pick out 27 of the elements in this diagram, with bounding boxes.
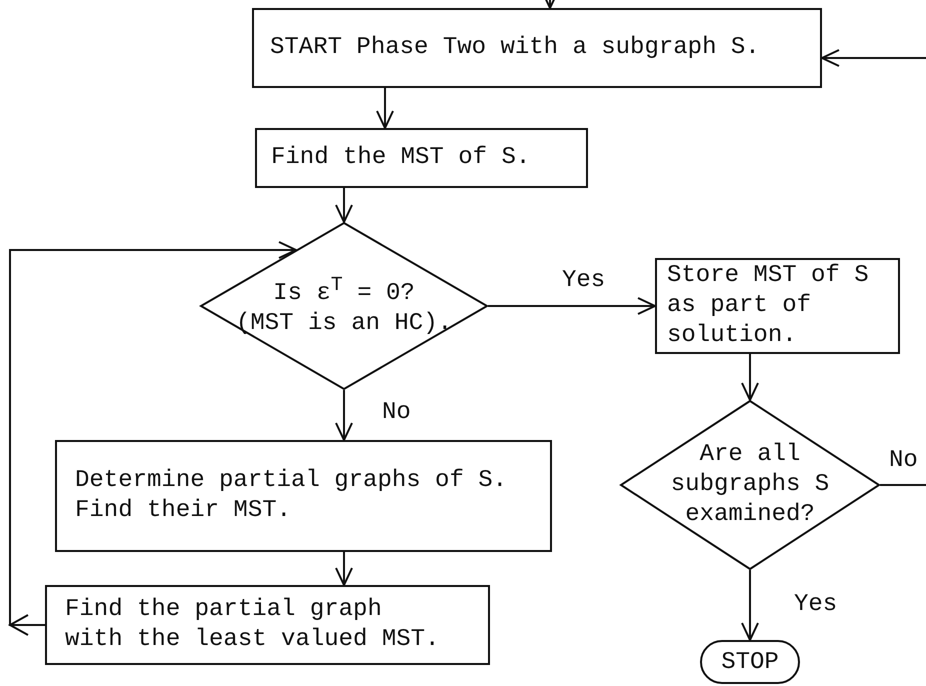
process-box [252, 8, 822, 88]
process-box [255, 128, 588, 188]
node-text: STOP [721, 648, 779, 676]
arrow [376, 88, 394, 129]
decision-diamond [200, 222, 488, 390]
terminator [700, 640, 800, 684]
arrow [741, 570, 759, 641]
node-text: Determine partial graphs of S. [75, 466, 508, 496]
arrow [821, 49, 926, 67]
process-box [45, 585, 490, 665]
node-text: Find their MST. [75, 496, 292, 526]
arrow [335, 552, 353, 586]
decision-diamond [620, 400, 880, 570]
process-box [655, 258, 900, 354]
node-text: Find the MST of S. [271, 143, 530, 173]
arrow [8, 241, 297, 636]
node-text: Is ε$^{T}$ = 0? [273, 273, 415, 309]
node-text: Find the partial graph with the least valued MST. [65, 595, 440, 655]
process-box [55, 440, 552, 552]
arrow [335, 188, 353, 223]
node-text: START Phase Two with a subgraph S. [270, 33, 760, 63]
node-text: Are all subgraphs S examined? [670, 440, 830, 530]
node-text: Store MST of S as part of solution. [667, 261, 870, 351]
arrow [741, 354, 759, 401]
arrow [488, 297, 656, 315]
node-text: (MST is an HC). [236, 309, 452, 339]
arrow [335, 390, 353, 441]
